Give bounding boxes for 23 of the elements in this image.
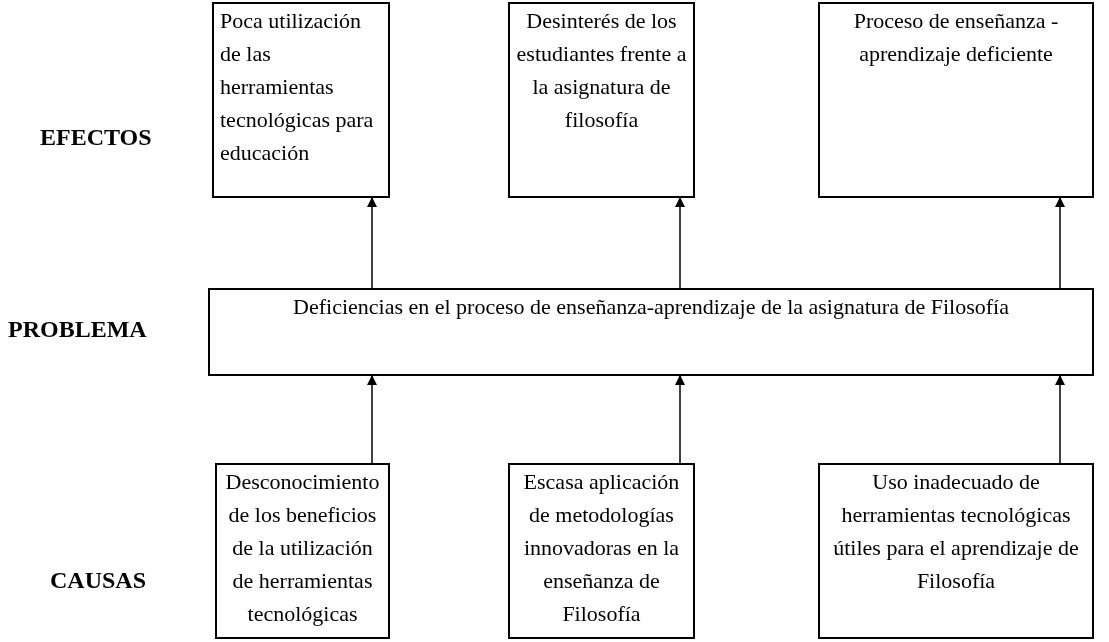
arrow bbox=[1055, 375, 1065, 464]
text-box bbox=[818, 2, 1094, 198]
box-text: Desinterés de los estudiantes frente a la asignatura de filosofía bbox=[516, 7, 687, 134]
box-text: Escasa aplicación de metodologías innovadoras en la enseñanza de Filosofía bbox=[522, 468, 681, 628]
row-label: CAUSAS bbox=[50, 567, 147, 594]
arrow bbox=[675, 375, 685, 464]
box-text: Desconocimiento de los beneficios de la utilización de herramientas tecnológicas bbox=[224, 468, 381, 628]
box-text: Proceso de enseñanza - aprendizaje deficiente bbox=[852, 7, 1060, 68]
arrow bbox=[675, 197, 685, 289]
text-box bbox=[212, 2, 390, 198]
arrow bbox=[367, 197, 377, 289]
box-text: Deficiencias en el proceso de enseñanza-aprendizaje de la asignatura de Filosofía bbox=[293, 293, 1009, 321]
row-label: PROBLEMA bbox=[8, 316, 147, 343]
box-text: Uso inadecuado de herramientas tecnológicas útiles para el aprendizaje de Filosofía bbox=[832, 468, 1080, 595]
text-box bbox=[508, 2, 695, 198]
row-label: EFECTOS bbox=[40, 124, 152, 151]
box-text: Poca utilización de las herramientas tecnológicas para educación bbox=[220, 7, 375, 167]
text-box bbox=[208, 288, 1094, 376]
arrow bbox=[367, 375, 377, 464]
text-box bbox=[508, 463, 695, 639]
text-box bbox=[215, 463, 390, 639]
arrow bbox=[1055, 197, 1065, 289]
text-box bbox=[818, 463, 1094, 639]
